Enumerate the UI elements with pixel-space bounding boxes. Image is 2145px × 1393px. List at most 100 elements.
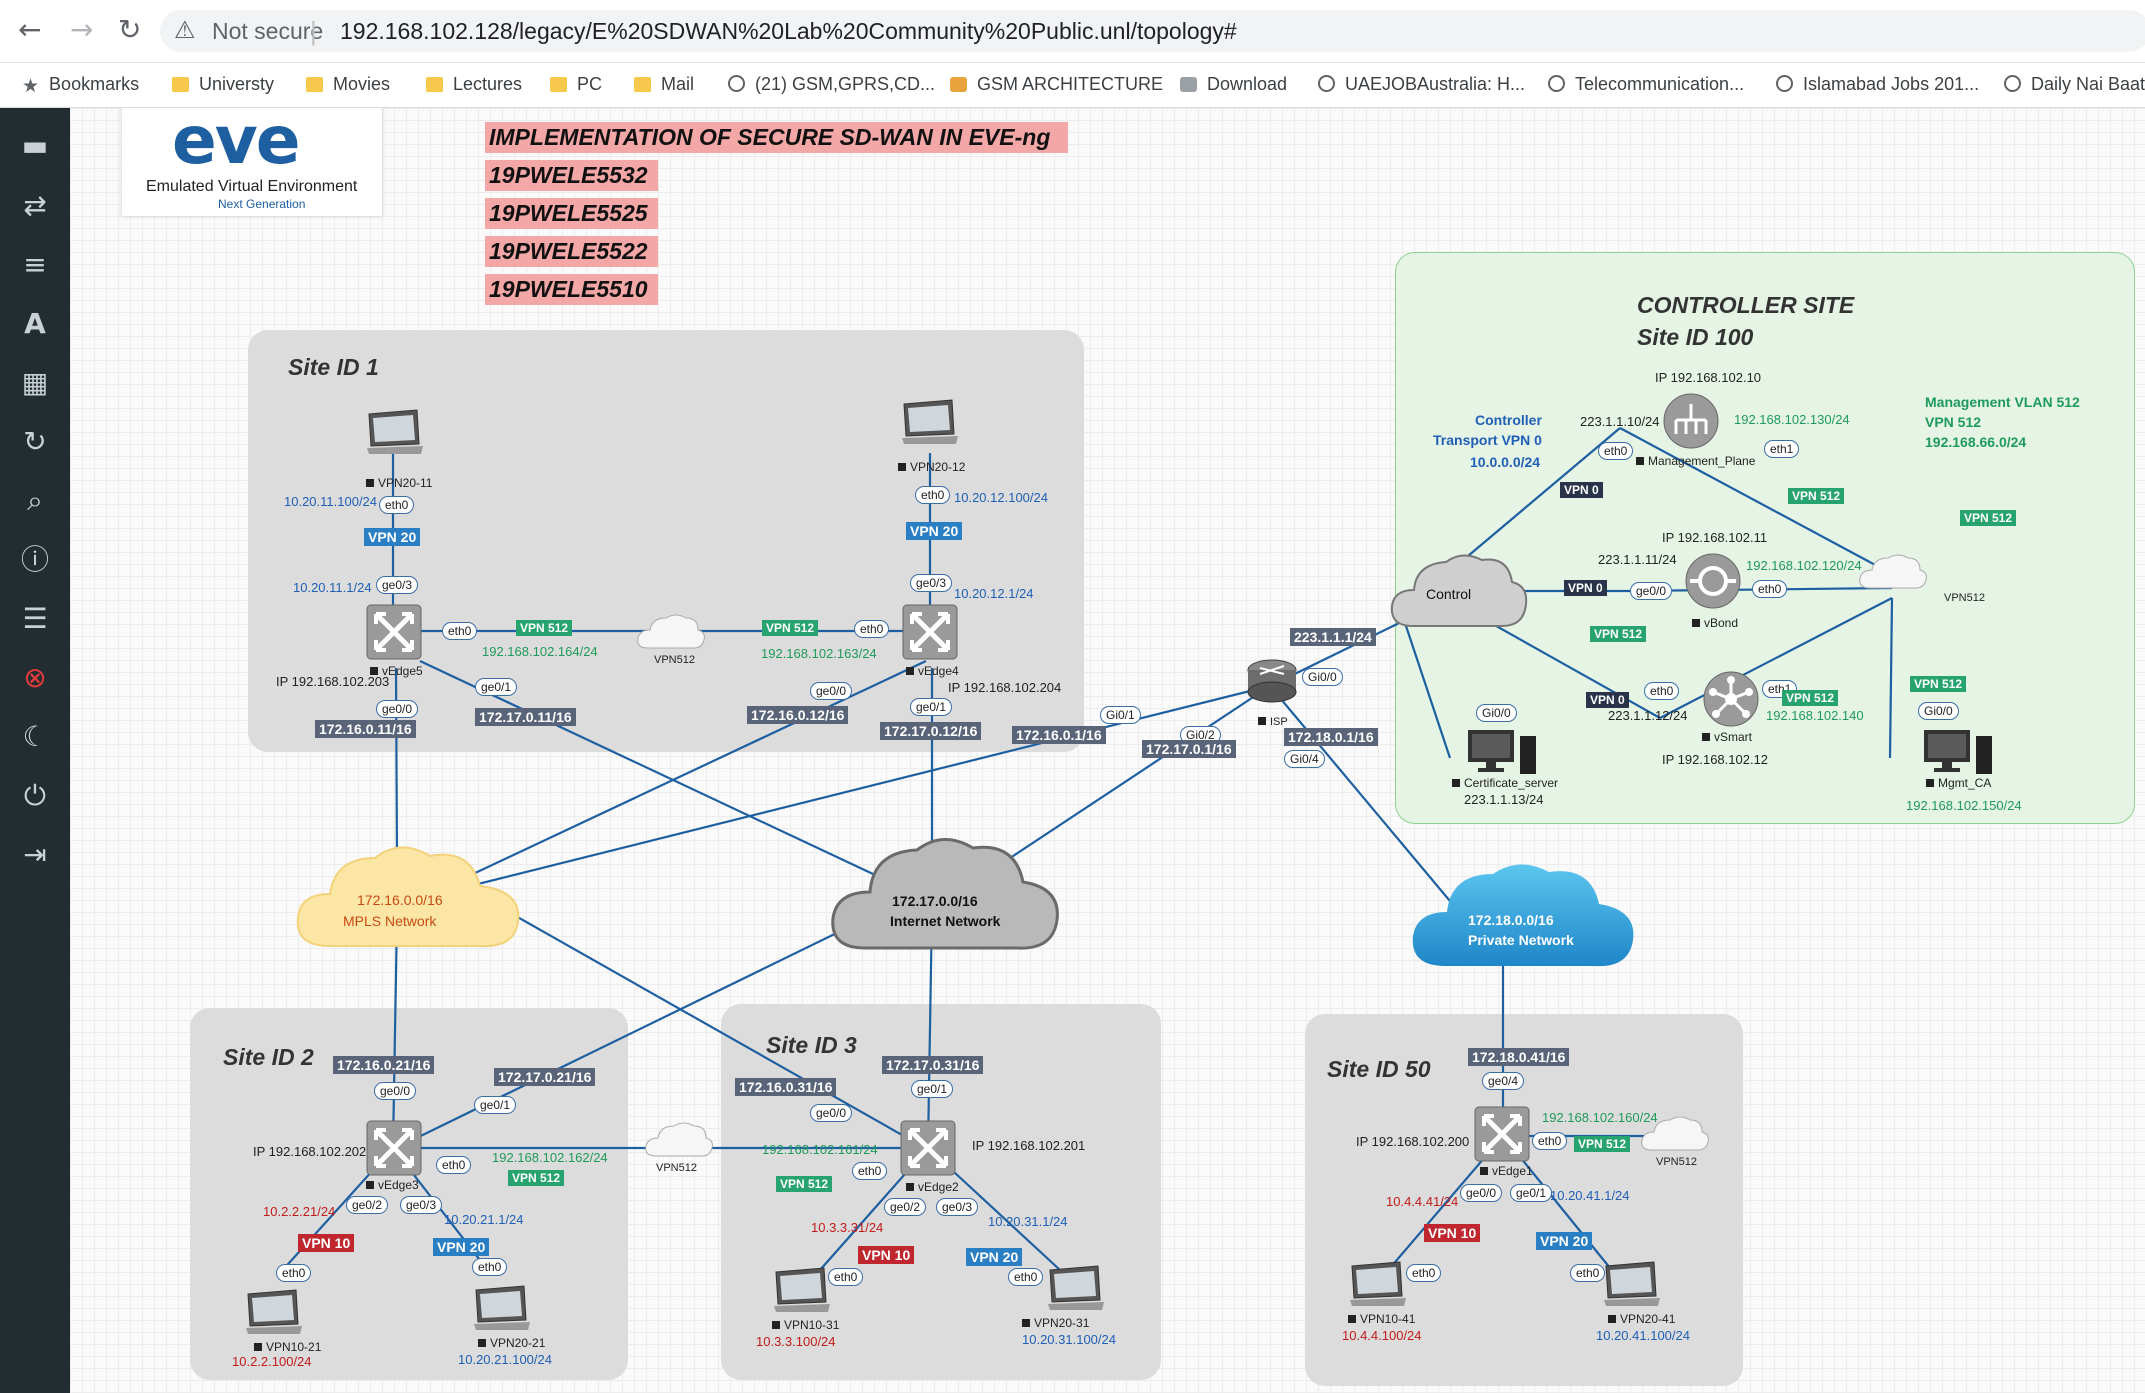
vbond-icon[interactable] [1684,552,1742,610]
vedge4-eth0[interactable]: eth0 [854,620,890,638]
mp-eth0[interactable]: eth0 [1598,442,1634,460]
vbond-ge00[interactable]: ge0/0 [1630,582,1673,600]
logout-icon[interactable]: ⇥ [23,838,47,871]
zoom-icon[interactable]: ⌕ [27,484,43,517]
certificate-server-icon[interactable] [1466,728,1540,776]
vedge2-ge03[interactable]: ge0/3 [936,1198,979,1216]
bookmark-mail[interactable]: Mail [634,74,694,95]
bookmark-islamabad-jobs[interactable]: Islamabad Jobs 201... [1776,74,1979,95]
vpn512-cloud-site23-icon[interactable] [644,1120,714,1160]
bookmark-telecommunication[interactable]: Telecommunication... [1548,74,1744,95]
pc-vpn20-31-icon[interactable] [1046,1264,1106,1312]
refresh-icon[interactable]: ↻ [23,425,47,458]
private-cloud-icon[interactable] [1405,856,1645,986]
pc-vpn20-41-icon[interactable] [1602,1260,1662,1308]
vpn20-11-eth0[interactable]: eth0 [379,496,415,514]
bookmark-gsm-architecture[interactable]: GSM ARCHITECTURE [950,74,1163,95]
forward-button[interactable]: → [70,13,94,46]
topology-canvas[interactable]: eve Emulated Virtual Environment Next Ge… [70,108,2145,1393]
vedge4-ge00[interactable]: ge0/0 [810,682,853,700]
vsmart-eth0[interactable]: eth0 [1644,682,1680,700]
vedge5-eth0[interactable]: eth0 [442,622,478,640]
reload-button[interactable]: ↻ [118,13,142,46]
vedge3-ge03[interactable]: ge0/3 [400,1196,443,1214]
vedge5-icon[interactable] [366,604,422,660]
vedge1-icon[interactable] [1474,1106,1530,1162]
add-object-icon[interactable]: ▬ [21,129,49,162]
vbond-eth0[interactable]: eth0 [1752,580,1788,598]
bookmark-gsm-gprs[interactable]: (21) GSM,GPRS,CD... [728,74,935,95]
bookmark-daily-nai-baat[interactable]: Daily Nai Baat [2004,74,2145,95]
vpn10-21-eth0[interactable]: eth0 [276,1264,312,1282]
control-cloud-icon[interactable] [1388,548,1528,638]
mgmtca-gi00[interactable]: Gi0/0 [1918,702,1959,720]
pc-vpn10-31-icon[interactable] [772,1266,832,1314]
vedge5-ge00[interactable]: ge0/0 [376,700,419,718]
vedge1-ge01[interactable]: ge0/1 [1510,1184,1553,1202]
vpn20-41-eth0[interactable]: eth0 [1570,1264,1606,1282]
vpn10-31-eth0[interactable]: eth0 [828,1268,864,1286]
bookmark-lectures[interactable]: Lectures [426,74,522,95]
dark-mode-icon[interactable]: ☾ [22,720,48,753]
vedge3-ge01[interactable]: ge0/1 [474,1096,517,1114]
management-plane-icon[interactable] [1662,392,1720,450]
warning-icon[interactable]: ⚠ [174,16,196,44]
back-button[interactable]: ← [18,13,42,46]
bookmark-universty[interactable]: Universty [172,74,274,95]
pc-vpn20-11-icon[interactable] [365,408,425,456]
internet-cloud-icon[interactable] [825,830,1065,970]
bookmark-movies[interactable]: Movies [306,74,390,95]
vpn512-cloud-site50-icon[interactable] [1640,1114,1710,1154]
mgmt-ca-icon[interactable] [1922,728,1996,776]
vedge3-eth0[interactable]: eth0 [436,1156,472,1174]
vedge3-ge02[interactable]: ge0/2 [346,1196,389,1214]
vpn20-31-eth0[interactable]: eth0 [1008,1268,1044,1286]
text-icon[interactable]: A [24,307,46,340]
transfer-icon[interactable]: ⇄ [23,189,47,222]
vpn20-21-eth0[interactable]: eth0 [472,1258,508,1276]
list-icon[interactable]: ≡ [23,248,47,281]
vpn20-12-eth0[interactable]: eth0 [915,486,951,504]
bookmark-bookmarks[interactable]: ★Bookmarks [22,74,140,97]
vedge2-icon[interactable] [900,1120,956,1176]
vsmart-icon[interactable] [1702,670,1760,728]
vedge4-ge01[interactable]: ge0/1 [910,698,953,716]
vedge1-ge04[interactable]: ge0/4 [1482,1072,1525,1090]
isp-gi01[interactable]: Gi0/1 [1100,706,1141,724]
vedge1-ge00[interactable]: ge0/0 [1460,1184,1503,1202]
vedge5-ge03[interactable]: ge0/3 [376,576,419,594]
pc-vpn20-12-icon[interactable] [900,398,960,446]
cert-gi00[interactable]: Gi0/0 [1476,704,1517,722]
isp-router-icon[interactable] [1246,656,1298,706]
vedge2-ge02[interactable]: ge0/2 [884,1198,927,1216]
pc-vpn10-21-icon[interactable] [244,1288,304,1336]
notes-icon[interactable]: ☰ [22,602,48,635]
vpn10-41-eth0[interactable]: eth0 [1406,1264,1442,1282]
isp-gi00[interactable]: Gi0/0 [1302,668,1343,686]
vpn512-cloud-site1-icon[interactable] [636,612,706,652]
vedge3-icon[interactable] [366,1120,422,1176]
vpn512-cloud-controller-icon[interactable] [1858,552,1928,592]
power-icon[interactable]: ⏻ [23,779,47,812]
bookmark-pc[interactable]: PC [550,74,602,95]
address-bar[interactable]: ⚠ Not secure | 192.168.102.128/legacy/E%… [160,10,2145,52]
vedge4-icon[interactable] [902,604,958,660]
isp-gi04[interactable]: Gi0/4 [1284,750,1325,768]
url-text[interactable]: 192.168.102.128/legacy/E%20SDWAN%20Lab%2… [340,18,1237,44]
bookmark-download[interactable]: Download [1180,74,1287,95]
bookmark-uaejob[interactable]: UAEJOBAustralia: H... [1318,74,1525,95]
close-lab-icon[interactable]: ⊗ [23,661,47,694]
vedge3-ge00[interactable]: ge0/0 [374,1082,417,1100]
mp-eth1[interactable]: eth1 [1764,440,1800,458]
info-icon[interactable]: ⓘ [20,543,49,576]
vedge2-eth0[interactable]: eth0 [852,1162,888,1180]
mpls-cloud-icon[interactable] [290,836,530,966]
vedge5-ge01[interactable]: ge0/1 [475,678,518,696]
vedge1-eth0[interactable]: eth0 [1532,1132,1568,1150]
vedge4-ge03[interactable]: ge0/3 [910,574,953,592]
vedge2-ge00[interactable]: ge0/0 [810,1104,853,1122]
vedge2-ge01[interactable]: ge0/1 [911,1080,954,1098]
grid-icon[interactable]: ▦ [21,366,49,399]
pc-vpn10-41-icon[interactable] [1348,1260,1408,1308]
pc-vpn20-21-icon[interactable] [472,1284,532,1332]
